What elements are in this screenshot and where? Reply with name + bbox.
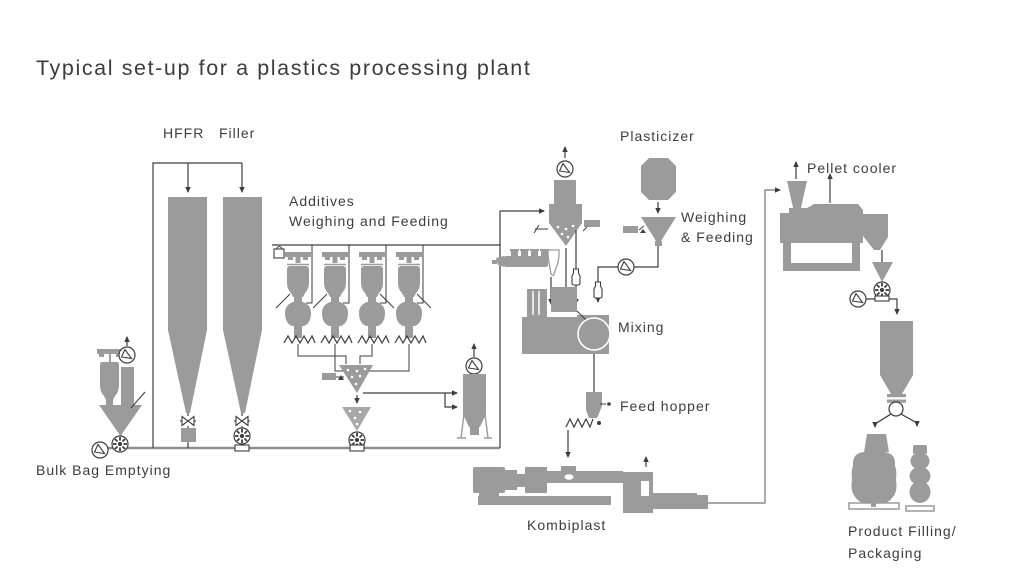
blower-icon	[91, 441, 109, 459]
silo-filler	[223, 197, 262, 452]
label-filler: Filler	[219, 125, 255, 141]
page-title: Typical set-up for a plastics processing…	[36, 56, 531, 80]
rotary-valve-icon	[233, 427, 251, 445]
flask-valve-icon	[593, 281, 603, 299]
label-plasticizer: Plasticizer	[620, 128, 695, 144]
product-filling-station	[848, 434, 935, 512]
product-silo	[872, 321, 920, 428]
additive-feeder	[394, 251, 427, 344]
additives-feeding-station	[273, 245, 432, 372]
plasticizer-tank	[641, 158, 676, 214]
kombiplast-extruder	[473, 456, 708, 513]
label-kombiplast: Kombiplast	[527, 517, 606, 533]
label-bulk-bag-emptying: Bulk Bag Emptying	[36, 462, 171, 478]
additive-feeder	[357, 251, 390, 344]
additive-feeder	[283, 251, 316, 344]
additives-weighing-hopper	[322, 365, 458, 452]
mixer	[522, 287, 611, 392]
label-product-filling-1: Product Filling/	[848, 523, 957, 539]
label-weighing-feeding-1: Weighing	[681, 209, 747, 225]
silo-hffr	[168, 197, 207, 448]
label-feed-hopper: Feed hopper	[620, 398, 710, 414]
flask-valve-icon	[571, 268, 581, 286]
label-additives-1: Additives	[289, 193, 355, 209]
additive-feeder	[320, 251, 353, 344]
pump-icon	[617, 258, 635, 276]
blower-icon	[556, 160, 574, 178]
blower-icon	[118, 346, 136, 364]
diverter-valve-icon	[888, 401, 904, 417]
blower-icon	[849, 290, 867, 308]
butterfly-valve-icon	[233, 415, 251, 427]
plasticizer-weighing-feeder	[594, 217, 676, 302]
butterfly-valve-icon	[179, 415, 197, 427]
conveying-lines	[100, 162, 781, 504]
label-additives-2: Weighing and Feeding	[289, 213, 449, 229]
label-pellet-cooler: Pellet cooler	[807, 160, 897, 176]
label-product-filling-2: Packaging	[848, 545, 922, 561]
vacuum-receiver	[457, 343, 492, 439]
bulk-bag-emptying-station	[91, 336, 146, 459]
label-hffr: HFFR	[163, 125, 204, 141]
mixing-receiver	[533, 146, 600, 305]
label-mixing: Mixing	[618, 319, 664, 335]
blower-icon	[465, 357, 483, 375]
rotary-valve-icon	[111, 435, 129, 453]
label-weighing-feeding-2: & Feeding	[681, 229, 754, 245]
pellet-cooler	[780, 161, 900, 315]
feed-hopper	[565, 392, 611, 458]
liquid-manifold	[492, 249, 560, 305]
